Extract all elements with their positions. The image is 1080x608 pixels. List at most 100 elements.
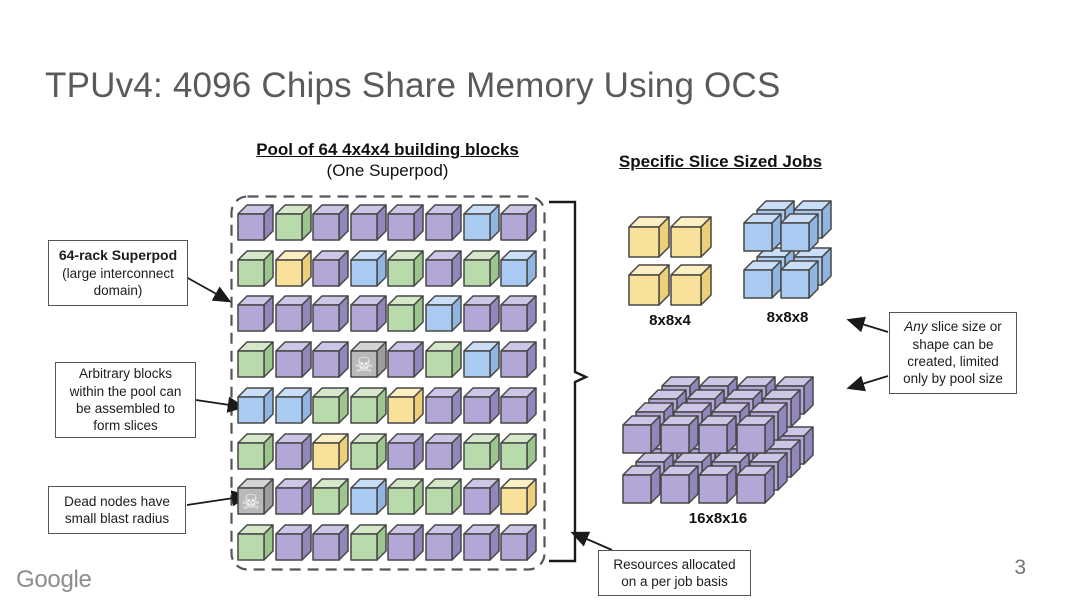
pool-cube-purple bbox=[425, 249, 462, 287]
pool-cube-green bbox=[462, 249, 500, 287]
pool-cube-green bbox=[237, 524, 274, 561]
pool-cube-purple bbox=[462, 387, 500, 424]
pool-cube-yellow bbox=[312, 432, 349, 470]
pool-cube-purple bbox=[387, 524, 425, 561]
jobs-title: Specific Slice Sized Jobs bbox=[618, 152, 823, 171]
callout-arbitrary-blocks: Arbitrary blocks within the pool can be … bbox=[55, 362, 196, 438]
job-cube-purple bbox=[622, 415, 661, 454]
callout-resources-text: Resources allocated on a per job basis bbox=[613, 556, 736, 589]
callout-superpod-heading: 64-rack Superpod bbox=[58, 246, 178, 263]
job-cube-purple bbox=[622, 465, 661, 504]
pool-cube-purple bbox=[500, 341, 537, 378]
page-number: 3 bbox=[1014, 556, 1026, 579]
pool-cube-green bbox=[350, 387, 387, 424]
pool-brace bbox=[549, 200, 589, 563]
pool-grid: ☠☠ bbox=[230, 195, 546, 571]
pool-cube-green bbox=[387, 249, 425, 287]
callout-dead-text: Dead nodes have small blast radius bbox=[64, 493, 170, 526]
pool-cube-purple bbox=[350, 295, 387, 333]
pool-cube-purple bbox=[274, 341, 312, 378]
svg-text:☠: ☠ bbox=[354, 353, 373, 377]
job-cube-purple bbox=[698, 415, 737, 454]
pool-cube-purple bbox=[462, 524, 500, 561]
job-cube-purple bbox=[736, 465, 775, 504]
pool-cube-blue bbox=[350, 249, 387, 287]
job-cube-purple bbox=[660, 465, 699, 504]
pool-cube-green bbox=[500, 432, 537, 470]
arrow-any-slice-lower bbox=[846, 375, 889, 392]
pool-cube-purple bbox=[425, 524, 462, 561]
pool-cube-green bbox=[425, 478, 462, 515]
svg-text:☠: ☠ bbox=[242, 490, 261, 514]
pool-cube-purple bbox=[462, 295, 500, 333]
arrow-dead-node bbox=[186, 490, 250, 507]
pool-cube-blue bbox=[462, 341, 500, 378]
pool-cube-purple bbox=[425, 387, 462, 424]
pool-cube-purple bbox=[500, 204, 537, 241]
pool-cube-yellow bbox=[500, 478, 537, 515]
pool-cube-blue bbox=[274, 387, 312, 424]
pool-cube-green bbox=[425, 341, 462, 378]
pool-header: Pool of 64 4x4x4 building blocks (One Su… bbox=[225, 140, 550, 181]
arrow-superpod bbox=[185, 276, 232, 303]
callout-resources: Resources allocated on a per job basis bbox=[598, 550, 751, 596]
pool-cube-purple bbox=[500, 524, 537, 561]
pool-cube-purple bbox=[274, 432, 312, 470]
jobs-header: Specific Slice Sized Jobs bbox=[598, 152, 843, 172]
arrow-resources bbox=[570, 531, 613, 551]
pool-cube-dead-node: ☠ bbox=[350, 341, 387, 378]
pool-cube-purple bbox=[237, 295, 274, 333]
pool-cube-purple bbox=[237, 204, 274, 241]
cluster-label-16x8x16: 16x8x16 bbox=[688, 510, 748, 527]
cluster-label-8x8x4: 8x8x4 bbox=[649, 312, 691, 329]
pool-cube-purple bbox=[312, 295, 349, 333]
pool-cube-purple bbox=[500, 387, 537, 424]
pool-cube-blue bbox=[462, 204, 500, 241]
callout-any-text: Any slice size or shape can be created, … bbox=[896, 318, 1010, 387]
pool-cube-purple bbox=[274, 478, 312, 515]
pool-cube-purple bbox=[350, 204, 387, 241]
job-cube-purple bbox=[660, 415, 699, 454]
pool-cube-green bbox=[312, 387, 349, 424]
callout-dead-nodes: Dead nodes have small blast radius bbox=[48, 486, 186, 534]
pool-cube-purple bbox=[425, 204, 462, 241]
job-cube-purple bbox=[698, 465, 737, 504]
callout-any-italic: Any bbox=[904, 319, 928, 335]
pool-cube-purple bbox=[312, 249, 349, 287]
pool-cube-purple bbox=[274, 295, 312, 333]
pool-cube-dead-node: ☠ bbox=[237, 478, 274, 515]
pool-cube-purple bbox=[312, 524, 349, 561]
job-cube-yellow bbox=[628, 216, 670, 258]
slide-title: TPUv4: 4096 Chips Share Memory Using OCS bbox=[45, 66, 781, 105]
pool-cube-green bbox=[350, 524, 387, 561]
callout-any-rest: slice size or shape can be created, limi… bbox=[903, 319, 1003, 387]
callout-superpod-body: (large interconnect domain) bbox=[62, 265, 174, 298]
job-cube-yellow bbox=[670, 216, 712, 258]
pool-dashed-border bbox=[230, 195, 546, 571]
pool-cube-green bbox=[237, 341, 274, 378]
callout-arbitrary-text: Arbitrary blocks within the pool can be … bbox=[69, 366, 182, 434]
callout-superpod: 64-rack Superpod (large interconnect dom… bbox=[48, 240, 188, 306]
pool-title: Pool of 64 4x4x4 building blocks bbox=[256, 140, 519, 159]
pool-cube-blue bbox=[237, 387, 274, 424]
pool-cube-green bbox=[237, 249, 274, 287]
pool-cube-green bbox=[312, 478, 349, 515]
pool-cube-yellow bbox=[387, 387, 425, 424]
job-cube-yellow bbox=[670, 264, 712, 306]
pool-cube-purple bbox=[500, 295, 537, 333]
pool-cube-green bbox=[387, 295, 425, 333]
pool-cube-purple bbox=[274, 524, 312, 561]
pool-cube-purple bbox=[312, 204, 349, 241]
pool-cube-green bbox=[237, 432, 274, 470]
pool-cube-blue bbox=[350, 478, 387, 515]
pool-cube-green bbox=[462, 432, 500, 470]
job-cube-yellow bbox=[628, 264, 670, 306]
job-cube-purple bbox=[736, 415, 775, 454]
google-logo: Google bbox=[16, 566, 92, 593]
job-cube-blue bbox=[780, 213, 819, 252]
pool-cube-purple bbox=[387, 341, 425, 378]
pool-cube-purple bbox=[387, 432, 425, 470]
pool-cube-blue bbox=[425, 295, 462, 333]
job-cube-blue bbox=[743, 260, 782, 299]
pool-cube-purple bbox=[425, 432, 462, 470]
